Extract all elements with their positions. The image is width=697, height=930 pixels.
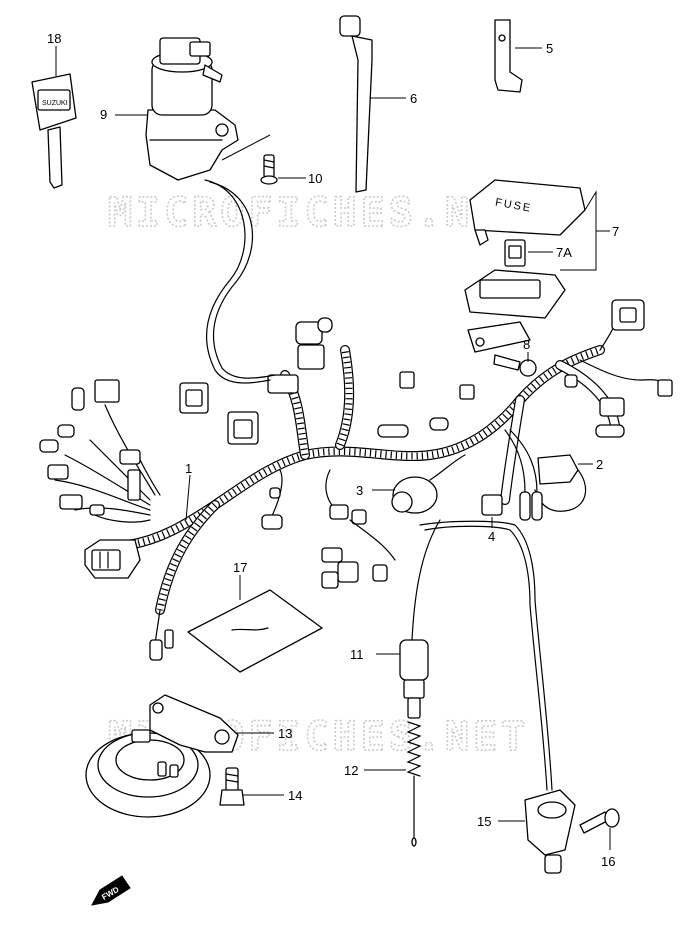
label-7: 7 xyxy=(612,224,619,239)
label-9: 9 xyxy=(100,107,107,122)
speedometer-cable-lead xyxy=(411,519,553,791)
switch-spring xyxy=(406,721,422,847)
main-connector-lower-left xyxy=(84,539,141,579)
small-connectors xyxy=(481,429,543,521)
label-11: 11 xyxy=(350,647,364,662)
switch-screw xyxy=(579,808,620,834)
cable-tie xyxy=(339,15,373,193)
left-wire-bundle xyxy=(39,379,161,523)
horn xyxy=(85,694,239,818)
label-2: 2 xyxy=(596,457,603,472)
ignition-switch xyxy=(145,37,276,384)
leader-lines xyxy=(55,46,611,850)
ignition-key: SUZUKI xyxy=(31,73,77,189)
wiring-label-sheet xyxy=(187,589,323,673)
label-17: 17 xyxy=(233,560,247,575)
watermark-top: MICROFICHES.NET xyxy=(108,190,529,236)
label-16: 16 xyxy=(601,854,615,869)
part-labels: 18 9 10 6 5 7 7A 8 1 2 3 4 17 11 12 13 1… xyxy=(47,31,619,869)
key-brand-text: SUZUKI xyxy=(42,100,68,107)
label-12: 12 xyxy=(344,763,358,778)
sensor-connector xyxy=(391,454,466,514)
fuse-7a xyxy=(504,239,526,267)
upper-middle-connectors xyxy=(179,317,475,589)
label-8: 8 xyxy=(523,337,530,352)
label-18: 18 xyxy=(47,31,61,46)
fuse-box-bolt xyxy=(493,354,537,377)
label-1: 1 xyxy=(185,461,192,476)
main-wiring-harness xyxy=(123,345,620,615)
lower-left-lead xyxy=(149,609,174,661)
label-3: 3 xyxy=(356,483,363,498)
label-13: 13 xyxy=(278,726,292,741)
neutral-switch xyxy=(399,639,429,719)
label-5: 5 xyxy=(546,41,553,56)
label-4: 4 xyxy=(488,529,495,544)
wire-clamp xyxy=(494,19,523,93)
label-15: 15 xyxy=(477,814,491,829)
fuse-box: FUSE xyxy=(464,179,586,353)
label-10: 10 xyxy=(308,171,322,186)
label-14: 14 xyxy=(288,788,302,803)
forward-direction-marker: FWD xyxy=(91,875,131,906)
side-stand-switch xyxy=(524,789,576,874)
label-7a: 7A xyxy=(556,245,572,260)
horn-bolt xyxy=(219,767,245,806)
label-6: 6 xyxy=(410,91,417,106)
ignition-screw xyxy=(221,134,278,185)
right-connectors xyxy=(564,299,673,438)
